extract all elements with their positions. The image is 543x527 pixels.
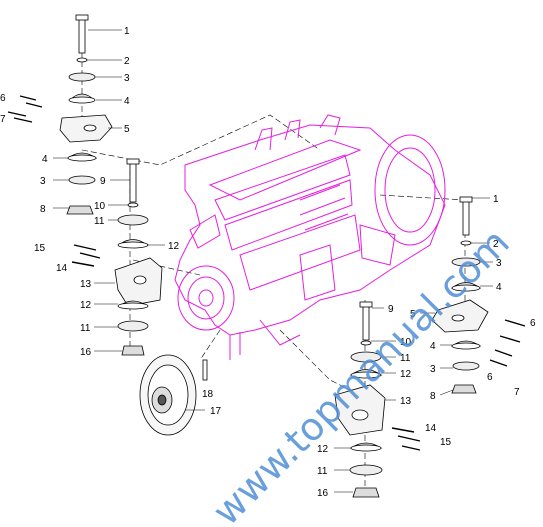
label-left-3: 3 [124, 73, 130, 84]
label-left-16: 16 [80, 347, 92, 358]
label-left-10: 10 [94, 201, 106, 212]
label-right-2: 2 [493, 239, 499, 250]
label-left-8: 8 [40, 204, 46, 215]
label-right-8: 8 [430, 391, 436, 402]
label-right-12: 12 [400, 369, 412, 380]
label-right-11: 11 [400, 353, 411, 364]
label-left-13: 13 [80, 279, 92, 290]
label-right-16: 16 [317, 488, 329, 499]
label-left-11: 11 [94, 216, 105, 227]
label-right-4: 4 [496, 282, 502, 293]
label-right-6: 6 [530, 318, 536, 329]
label-right-1: 1 [493, 194, 499, 205]
label-left-14: 14 [56, 263, 68, 274]
label-left-12: 12 [168, 241, 180, 252]
label-left-1: 1 [124, 26, 130, 37]
label-left-7: 7 [0, 114, 6, 125]
label-right-6b: 6 [487, 372, 493, 383]
label-left-4b: 4 [42, 154, 48, 165]
leader-lines [53, 29, 493, 493]
dashed-guide-lines [81, 25, 466, 495]
label-right-15: 15 [440, 437, 452, 448]
left-mount-parts [59, 14, 208, 436]
label-right-5: 5 [410, 309, 416, 320]
label-left-15: 15 [34, 243, 46, 254]
watermark-text: www.topmanual.com [204, 220, 518, 527]
label-left-3b: 3 [40, 176, 46, 187]
label-right-10: 10 [400, 337, 412, 348]
label-left-17: 17 [210, 406, 222, 417]
engine-illustration [174, 114, 446, 360]
label-left-6: 6 [0, 93, 6, 104]
label-left-9: 9 [100, 176, 106, 187]
callout-labels: 1 2 3 4 5 6 7 4 3 9 8 10 11 12 15 14 13 … [0, 26, 536, 499]
label-right-7: 7 [514, 387, 520, 398]
label-right-9: 9 [388, 304, 394, 315]
right-small-bolts [391, 319, 526, 451]
label-right-12b: 12 [317, 444, 329, 455]
label-left-18: 18 [202, 389, 214, 400]
label-right-3b: 3 [430, 364, 436, 375]
label-left-5: 5 [124, 124, 130, 135]
label-left-11b: 11 [80, 323, 91, 334]
label-left-4: 4 [124, 96, 130, 107]
label-left-12b: 12 [80, 300, 92, 311]
left-small-bolts [7, 95, 101, 267]
label-right-14: 14 [425, 423, 437, 434]
label-right-3: 3 [496, 258, 502, 269]
label-left-2: 2 [124, 56, 130, 67]
right-mount-parts [334, 196, 489, 498]
label-right-11b: 11 [317, 466, 328, 477]
label-right-4b: 4 [430, 341, 436, 352]
label-right-13: 13 [400, 396, 412, 407]
